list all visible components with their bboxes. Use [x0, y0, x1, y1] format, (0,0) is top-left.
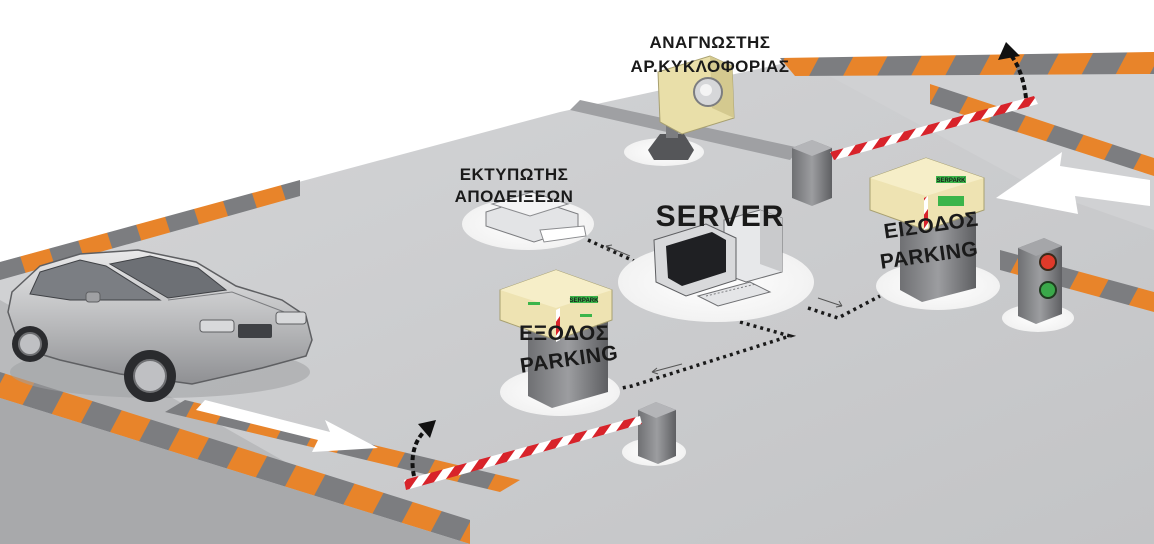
receipt-printer	[485, 191, 587, 243]
reader-label-line2: ΑΡ.ΚΥΚΛΟΦΟΡΙΑΣ	[631, 57, 790, 76]
exit-terminal-led-1	[580, 314, 592, 317]
cable-server-entry	[807, 294, 881, 320]
exit-terminal-plate: SERPARK	[570, 298, 600, 304]
traffic-light-green	[1039, 281, 1057, 299]
front-barrier-arm	[404, 416, 642, 490]
entry-terminal: SERPARK	[869, 157, 985, 302]
cable-direction-arrows	[605, 244, 843, 375]
server-keyboard	[696, 281, 772, 307]
entry-terminal-plate-bg	[936, 176, 966, 183]
exit-lane-arrow	[996, 152, 1150, 214]
traffic-light-top	[1018, 238, 1062, 256]
entry-terminal-box-top	[870, 158, 984, 196]
top-barrier-column-top	[792, 140, 832, 156]
top-barrier-arm	[830, 96, 1038, 160]
car-side-window	[29, 259, 162, 301]
curb-front	[0, 372, 470, 544]
car-hood-line	[167, 291, 301, 319]
car-wheel-rear-rim	[18, 332, 42, 356]
front-barrier-column-top	[638, 402, 676, 418]
lane-arrows	[196, 152, 1150, 452]
front-barrier-column	[638, 402, 676, 464]
plate-reader-camera	[648, 55, 735, 160]
curb-top	[780, 52, 1154, 76]
camera-lens-inner	[700, 84, 712, 96]
car-wheel-front-rim	[133, 359, 167, 393]
exit-terminal: SERPARK	[499, 269, 613, 408]
server-keyboard-keys	[705, 283, 757, 297]
curb-front-side	[0, 398, 470, 544]
reader-label-line1: ΑΝΑΓΝΩΣΤΗΣ	[649, 33, 770, 52]
top-barrier-gate	[792, 42, 1038, 206]
network-cables	[587, 238, 881, 390]
printer-label-line2: ΑΠΟΔΕΙΞΕΩΝ	[455, 187, 574, 206]
server-computer	[653, 209, 783, 307]
exit-flow-arrow	[651, 363, 683, 375]
entry-terminal-plate: SERPARK	[937, 178, 967, 184]
entry-terminal-hazard	[924, 196, 928, 230]
front-barrier-arrow-head	[418, 420, 436, 438]
server-monitor-screen	[666, 232, 726, 286]
car	[7, 249, 313, 402]
car-headlight-left	[199, 319, 235, 333]
curbs	[0, 52, 1154, 544]
printer-paper	[539, 225, 587, 243]
exit-label-line1: ΕΞΟΔΟΣ	[519, 322, 609, 345]
exit-terminal-plate-bg	[570, 296, 598, 303]
entry-flow-arrow	[817, 297, 843, 308]
top-barrier-open-arrow	[1006, 50, 1028, 99]
entry-terminal-ticket-slot	[938, 196, 964, 206]
printer-top	[490, 191, 570, 217]
curb-top-right	[930, 84, 1154, 176]
server-label: SERVER	[656, 200, 785, 233]
traffic-light	[1018, 238, 1062, 324]
printer-flow-arrow	[605, 244, 631, 257]
car-grille	[238, 324, 272, 338]
exit-terminal-led-2	[528, 302, 540, 305]
server-tower-side	[760, 210, 782, 272]
entry-lane-arrow	[196, 400, 378, 452]
front-barrier-gate	[404, 402, 676, 490]
front-barrier-open-arrow	[410, 428, 428, 477]
camera-base	[648, 134, 694, 160]
top-barrier-column	[792, 140, 832, 206]
top-barrier-arrow-head	[998, 42, 1020, 60]
car-mirror	[85, 291, 101, 303]
printer-label-line1: ΕΚΤΥΠΩΤΗΣ	[460, 165, 569, 184]
car-headlight-right	[275, 311, 307, 325]
exit-terminal-hazard	[556, 308, 560, 342]
cable-server-exit	[621, 320, 797, 390]
traffic-light-red	[1039, 253, 1057, 271]
cable-printer-server	[587, 238, 637, 264]
car-windshield	[108, 255, 228, 299]
